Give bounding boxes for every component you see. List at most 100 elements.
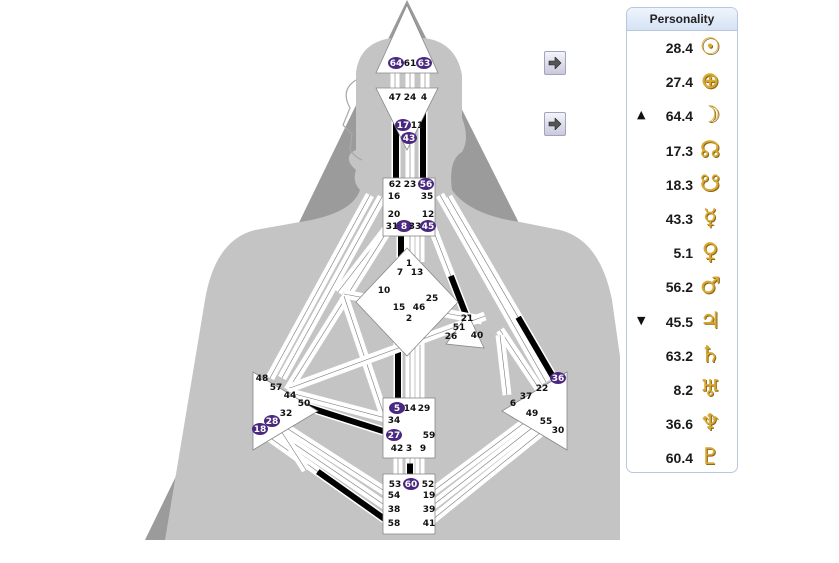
- active-gate-marker: [395, 119, 411, 131]
- active-gate-marker: [388, 57, 404, 69]
- planet-row: 60.4♇: [627, 444, 737, 472]
- arrow-right-icon: [548, 118, 562, 130]
- sun-icon: ☉: [699, 34, 721, 60]
- active-gate-marker: [420, 220, 436, 232]
- channel-defined: [515, 315, 559, 384]
- gate-label: 36: [552, 374, 565, 384]
- gate-label: 60: [405, 480, 418, 490]
- gate-label: 31: [386, 222, 399, 232]
- gate-label: 20: [388, 210, 401, 220]
- gate-label: 54: [388, 491, 401, 501]
- planet-row: 43.3 ☿: [627, 205, 737, 233]
- gate-label: 37: [520, 392, 533, 402]
- channel-edge: [431, 413, 551, 507]
- gate-label: 45: [422, 222, 435, 232]
- mercury-icon: ☿: [702, 205, 718, 231]
- gate-label: 33: [409, 222, 422, 232]
- neptune-icon: ♆: [699, 410, 721, 437]
- gate-label: 19: [423, 491, 436, 501]
- gate-label: 58: [388, 519, 401, 529]
- spleen-center: [252, 371, 319, 451]
- gate-label: 26: [445, 332, 458, 342]
- gate-label: 49: [526, 409, 539, 419]
- row-arrow: ▲: [637, 108, 646, 122]
- head-center: [375, 4, 439, 74]
- gate-label: 3: [406, 444, 412, 454]
- south-node-icon: ☋: [699, 170, 721, 197]
- moon-icon: ☽: [699, 102, 721, 129]
- planet-row: 36.6 ♆: [627, 410, 737, 438]
- gate-line-value: 64.4: [665, 108, 693, 125]
- planet-row: 56.2♂: [627, 273, 737, 301]
- channel-edge: [289, 315, 486, 389]
- gate-label: 48: [256, 374, 269, 384]
- gate-label: 40: [471, 331, 484, 341]
- gate-label: 51: [453, 323, 466, 333]
- gate-label: 24: [404, 93, 417, 103]
- planet-row: 17.3☊: [627, 137, 737, 165]
- channel-edge: [286, 391, 394, 421]
- gate-label: 64: [390, 59, 403, 69]
- gate-label: 22: [536, 384, 549, 394]
- gate-label: 62: [389, 180, 402, 190]
- gate-line-value: 36.6: [665, 416, 693, 433]
- gate-label: 9: [420, 444, 426, 454]
- gate-line-value: 5.1: [673, 245, 693, 262]
- planet-row: 8.2♅: [627, 376, 737, 404]
- gate-label: 18: [254, 425, 267, 435]
- planet-row: 5.1♀: [627, 239, 737, 267]
- planet-row: 18.3☋: [627, 170, 737, 199]
- gate-label: 12: [422, 210, 435, 220]
- row-arrow: ▼: [637, 313, 646, 327]
- gate-label: 2: [406, 314, 412, 324]
- gate-label: 50: [298, 399, 311, 409]
- channel-edge: [499, 334, 508, 396]
- heart-center: [445, 313, 485, 349]
- nav-next-button-1[interactable]: [544, 51, 566, 75]
- gate-line-value: 43.3: [665, 211, 693, 227]
- gate-label: 7: [397, 268, 403, 278]
- gate-label: 11: [411, 121, 424, 131]
- channel-edge: [431, 419, 557, 521]
- gate-label: 21: [461, 314, 474, 324]
- gate-label: 14: [404, 404, 417, 414]
- personality-panel: Personality 28.4☉27.4⊕▲64.4☽17.3☊18.3☋43…: [626, 7, 738, 473]
- gate-label: 46: [413, 303, 426, 313]
- nav-next-button-2[interactable]: [544, 112, 566, 136]
- active-gate-marker: [264, 415, 280, 427]
- face-profile: [342, 79, 363, 161]
- gate-label: 42: [391, 444, 404, 454]
- channel-edge: [281, 196, 383, 379]
- gate-label: 10: [378, 286, 391, 296]
- channel-defined: [303, 403, 387, 435]
- channel-defined: [316, 469, 388, 523]
- planet-row: ▼ 45.5 ♃: [627, 307, 737, 336]
- earth-icon: ⊕: [700, 68, 720, 95]
- gate-line-value: 45.5: [665, 313, 693, 330]
- active-gate-marker: [396, 220, 412, 232]
- channel-edge: [439, 194, 547, 383]
- gate-label: 63: [418, 59, 431, 69]
- gate-label: 52: [422, 480, 435, 490]
- jupiter-icon: ♃: [699, 307, 721, 334]
- channel-edge: [343, 295, 385, 416]
- gate-label: 13: [411, 268, 424, 278]
- active-gate-marker: [416, 57, 432, 69]
- gate-line-value: 63.2: [665, 347, 693, 364]
- gate-line-value: 60.4: [665, 450, 693, 467]
- planet-row: 27.4⊕: [627, 68, 737, 96]
- gate-line-value: 56.2: [665, 279, 693, 296]
- planet-row: 63.2♄: [627, 342, 737, 370]
- active-gate-marker: [403, 478, 419, 490]
- gate-label: 16: [388, 192, 401, 202]
- arrow-right-icon: [548, 57, 562, 69]
- gate-label: 29: [418, 404, 431, 414]
- gate-label: 38: [388, 505, 401, 515]
- channel-edge: [499, 329, 541, 391]
- active-gate-marker: [418, 178, 434, 190]
- ajna-center: [375, 87, 439, 151]
- uranus-icon: ♅: [699, 376, 721, 402]
- gate-line-value: 17.3: [665, 142, 693, 159]
- active-gate-marker: [550, 372, 566, 384]
